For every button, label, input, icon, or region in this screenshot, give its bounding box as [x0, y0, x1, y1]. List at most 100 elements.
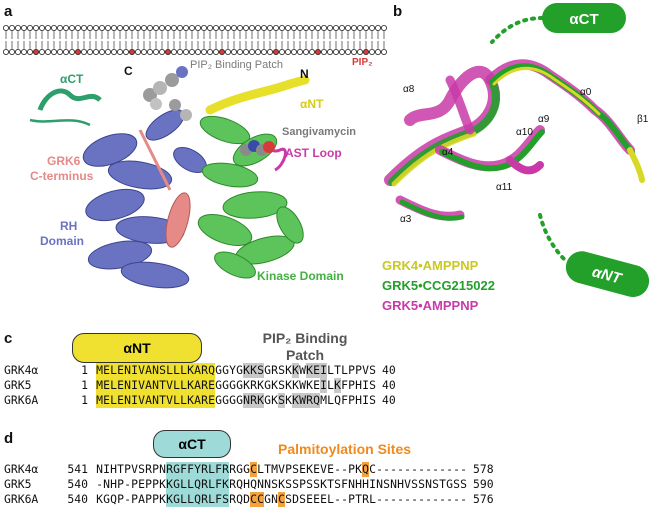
lipid-head [33, 24, 40, 31]
ant-pill-c-label: αNT [123, 340, 151, 356]
lipid-head [344, 24, 351, 31]
lipid-head [290, 49, 297, 56]
panel-label-b: b [393, 3, 403, 20]
lipid-head [3, 49, 9, 56]
sequence-start: 540 [67, 492, 88, 506]
lipid-head [51, 49, 58, 56]
lipid-head [45, 24, 52, 31]
lipid-head [81, 24, 88, 31]
lipid-head [278, 24, 285, 31]
lipid-head [338, 49, 345, 56]
lipid-head [308, 49, 315, 56]
sequence-end: 578 [473, 462, 494, 476]
label-pip2-patch: PIP₂ Binding Patch [190, 59, 283, 71]
lipid-head [200, 49, 207, 56]
lipid-head [152, 24, 159, 31]
lipid-head [254, 49, 261, 56]
lipid-head [164, 49, 171, 56]
lipid-head [194, 24, 201, 31]
ant-pill-c: αNT [72, 333, 202, 363]
lipid-head [39, 49, 46, 56]
lipid-head [308, 24, 315, 31]
lipid-head [146, 24, 153, 31]
panel-b-legend: GRK4•AMPPNP GRK5•CCG215022 GRK5•AMPPNP [382, 258, 495, 313]
sequence-name: GRK5 [4, 378, 32, 392]
label-ant: αNT [300, 97, 324, 111]
sequence-end: 40 [382, 363, 396, 377]
lipid-head [134, 24, 141, 31]
lipid-head [117, 49, 124, 56]
lipid-head [230, 49, 237, 56]
sequence-start: 541 [67, 462, 88, 476]
lipid-head [105, 49, 112, 56]
helix-a8: α8 [403, 84, 415, 95]
sangivamycin-spheres [240, 140, 275, 156]
lipid-head [320, 49, 327, 56]
lipid-head [218, 24, 225, 31]
lipid-head [57, 49, 64, 56]
sequence-name: GRK4α [4, 363, 39, 377]
lipid-head [284, 24, 291, 31]
lipid-head [20, 24, 27, 31]
lipid-head [123, 24, 130, 31]
lipid-head [272, 49, 279, 56]
lipid-head [332, 49, 339, 56]
lipid-head [8, 49, 15, 56]
lipid-head [236, 49, 243, 56]
lipid-head [302, 49, 309, 56]
lipid-head [51, 24, 58, 31]
lipid-head [296, 24, 303, 31]
ant-helix-shape [205, 75, 310, 115]
lipid-head [111, 49, 118, 56]
lipid-head [26, 49, 33, 56]
lipid-head [14, 49, 21, 56]
panel-label-c: c [4, 330, 13, 347]
lipid-head [182, 49, 189, 56]
act-pill-label: αCT [569, 11, 598, 28]
panel-label-d: d [4, 430, 14, 447]
lipid-head [326, 49, 333, 56]
label-act: αCT [60, 72, 84, 86]
legend-grk4-amppnp: GRK4•AMPPNP [382, 258, 479, 273]
lipid-head [290, 24, 297, 31]
sequence-residues: MELENIVANTVLLKAREGGGGNRKGKSKKWRQMLQFPHIS [96, 393, 376, 408]
legend-grk5-ccg: GRK5•CCG215022 [382, 278, 495, 293]
label-kinase: Kinase Domain [257, 269, 344, 283]
lipid-head [188, 49, 195, 56]
lipid-head [57, 24, 64, 31]
sequence-residues: MELENIVANTVLLKAREGGGGKRKGKSKKWKEILKFPHIS [96, 378, 376, 393]
helix-a3: α3 [400, 214, 412, 225]
lipid-head [206, 49, 213, 56]
sequence-residues: NIHTPVSRPNRGFFYRLFRRGGCLTMVPSEKEVE--PKQC… [96, 462, 467, 477]
lipid-head [176, 49, 183, 56]
lipid-head [111, 24, 118, 31]
sequence-alignment-d: GRK4α 541 NIHTPVSRPNRGFFYRLFRRGGCLTMVPSEKE… [4, 462, 494, 507]
lipid-head [99, 49, 106, 56]
lipid-head [99, 24, 106, 31]
label-rh-2: Domain [40, 234, 84, 248]
pip2-binding-patch-label: PIP₂ Binding Patch [230, 330, 380, 364]
lipid-head [260, 49, 267, 56]
lipid-head [332, 24, 339, 31]
sequence-residues: -NHP-PEPPKKGLLQRLFKRQHQNNSKSSPSSKTSFNHHI… [96, 477, 467, 492]
lipid-head [134, 49, 141, 56]
lipid-head [39, 24, 46, 31]
lipid-head [368, 24, 375, 31]
lipid-head [266, 49, 273, 56]
lipid-head [278, 49, 285, 56]
label-pip2: PIP₂ [352, 57, 373, 68]
act-pill [542, 3, 626, 33]
lipid-head [212, 49, 219, 56]
lipid-head [69, 49, 76, 56]
lipid-head [218, 49, 225, 56]
helix-a11: α11 [496, 182, 513, 193]
sequence-name: GRK4α [4, 462, 39, 476]
act-pill-d-label: αCT [178, 436, 206, 452]
helix-a0: α0 [580, 87, 592, 98]
label-rh-1: RH [60, 219, 77, 233]
lipid-head [344, 49, 351, 56]
lipid-head [140, 49, 147, 56]
